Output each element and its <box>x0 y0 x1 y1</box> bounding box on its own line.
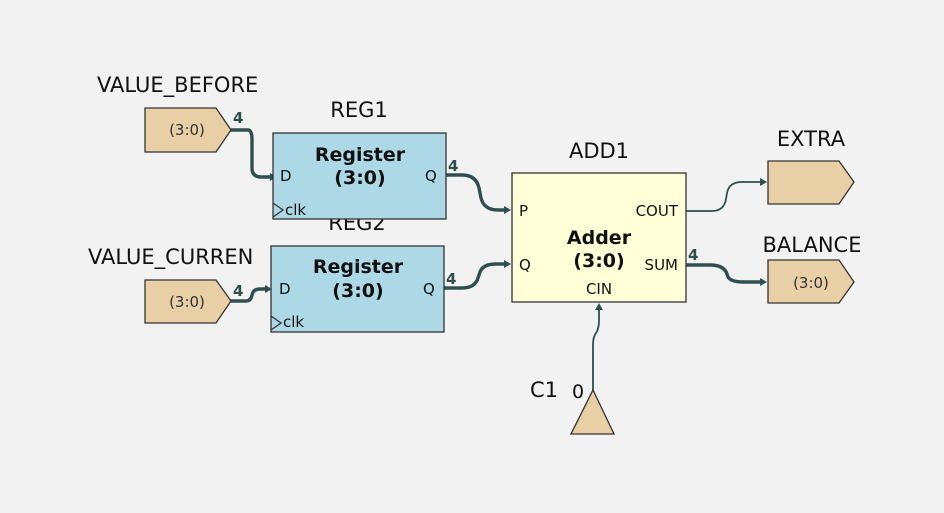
output-pin-extra[interactable] <box>767 160 855 205</box>
wire-value-before-to-reg1 <box>229 128 272 179</box>
pin-range-label: (3:0) <box>169 121 205 139</box>
bus-width-label: 4 <box>688 246 698 264</box>
port-clk: clk <box>285 201 306 219</box>
wire-sum-to-balance <box>684 263 763 284</box>
input-pin-value-before[interactable]: (3:0) <box>144 107 232 153</box>
bus-width-label: 4 <box>233 282 243 300</box>
arrow-extra <box>760 178 767 186</box>
constant-c1[interactable] <box>569 388 616 435</box>
arrow-reg2-d <box>265 285 272 293</box>
pin-name-balance: BALANCE <box>763 233 862 257</box>
port-clk: clk <box>283 313 304 331</box>
register-reg1[interactable]: Register (3:0) D Q clk <box>272 132 447 220</box>
clock-triangle-icon <box>270 315 283 331</box>
input-pin-value-current[interactable]: (3:0) <box>144 279 232 324</box>
register-title: Register <box>313 256 404 278</box>
bus-width-label: 4 <box>448 157 458 175</box>
wire-c1-to-cin <box>592 308 600 391</box>
wire-cout-to-extra <box>685 181 762 212</box>
constant-value: 0 <box>572 381 584 403</box>
port-d: D <box>279 280 291 298</box>
constant-name: C1 <box>530 378 558 402</box>
port-d: D <box>280 167 292 185</box>
port-q: Q <box>519 256 531 274</box>
wire-reg1-to-adder-p <box>444 173 507 212</box>
port-p: P <box>519 202 528 220</box>
register-range: (3:0) <box>334 167 385 189</box>
pin-name-extra: EXTRA <box>777 127 846 151</box>
arrow-balance <box>760 278 767 286</box>
register-range: (3:0) <box>332 280 383 302</box>
adder-title: Adder <box>567 227 632 249</box>
bus-width-label: 4 <box>446 270 456 288</box>
pin-range-label: (3:0) <box>169 293 205 311</box>
pin-name-value-current: VALUE_CURREN <box>88 245 253 270</box>
bus-width-label: 4 <box>233 109 243 127</box>
wire-value-current-to-reg2 <box>229 287 268 303</box>
wire-reg2-to-adder-q <box>442 262 507 290</box>
port-q: Q <box>425 167 437 185</box>
adder-add1[interactable]: Adder (3:0) P Q COUT SUM CIN <box>511 172 687 303</box>
port-cin: CIN <box>586 280 612 298</box>
pin-name-value-before: VALUE_BEFORE <box>97 73 258 98</box>
port-sum: SUM <box>645 256 678 274</box>
arrow-cin <box>595 303 603 310</box>
adder-name: ADD1 <box>569 139 629 163</box>
register-title: Register <box>315 144 406 166</box>
adder-range: (3:0) <box>573 250 624 272</box>
output-pin-balance[interactable]: (3:0) <box>767 259 855 304</box>
arrow-adder-q <box>504 260 511 268</box>
register-reg2[interactable]: Register (3:0) D Q clk <box>270 245 445 333</box>
register-name-reg1: REG1 <box>330 98 388 122</box>
port-q: Q <box>423 280 435 298</box>
arrow-adder-p <box>504 206 511 214</box>
clock-triangle-icon <box>272 202 285 218</box>
pin-range-label: (3:0) <box>793 274 829 292</box>
port-cout: COUT <box>636 202 679 220</box>
